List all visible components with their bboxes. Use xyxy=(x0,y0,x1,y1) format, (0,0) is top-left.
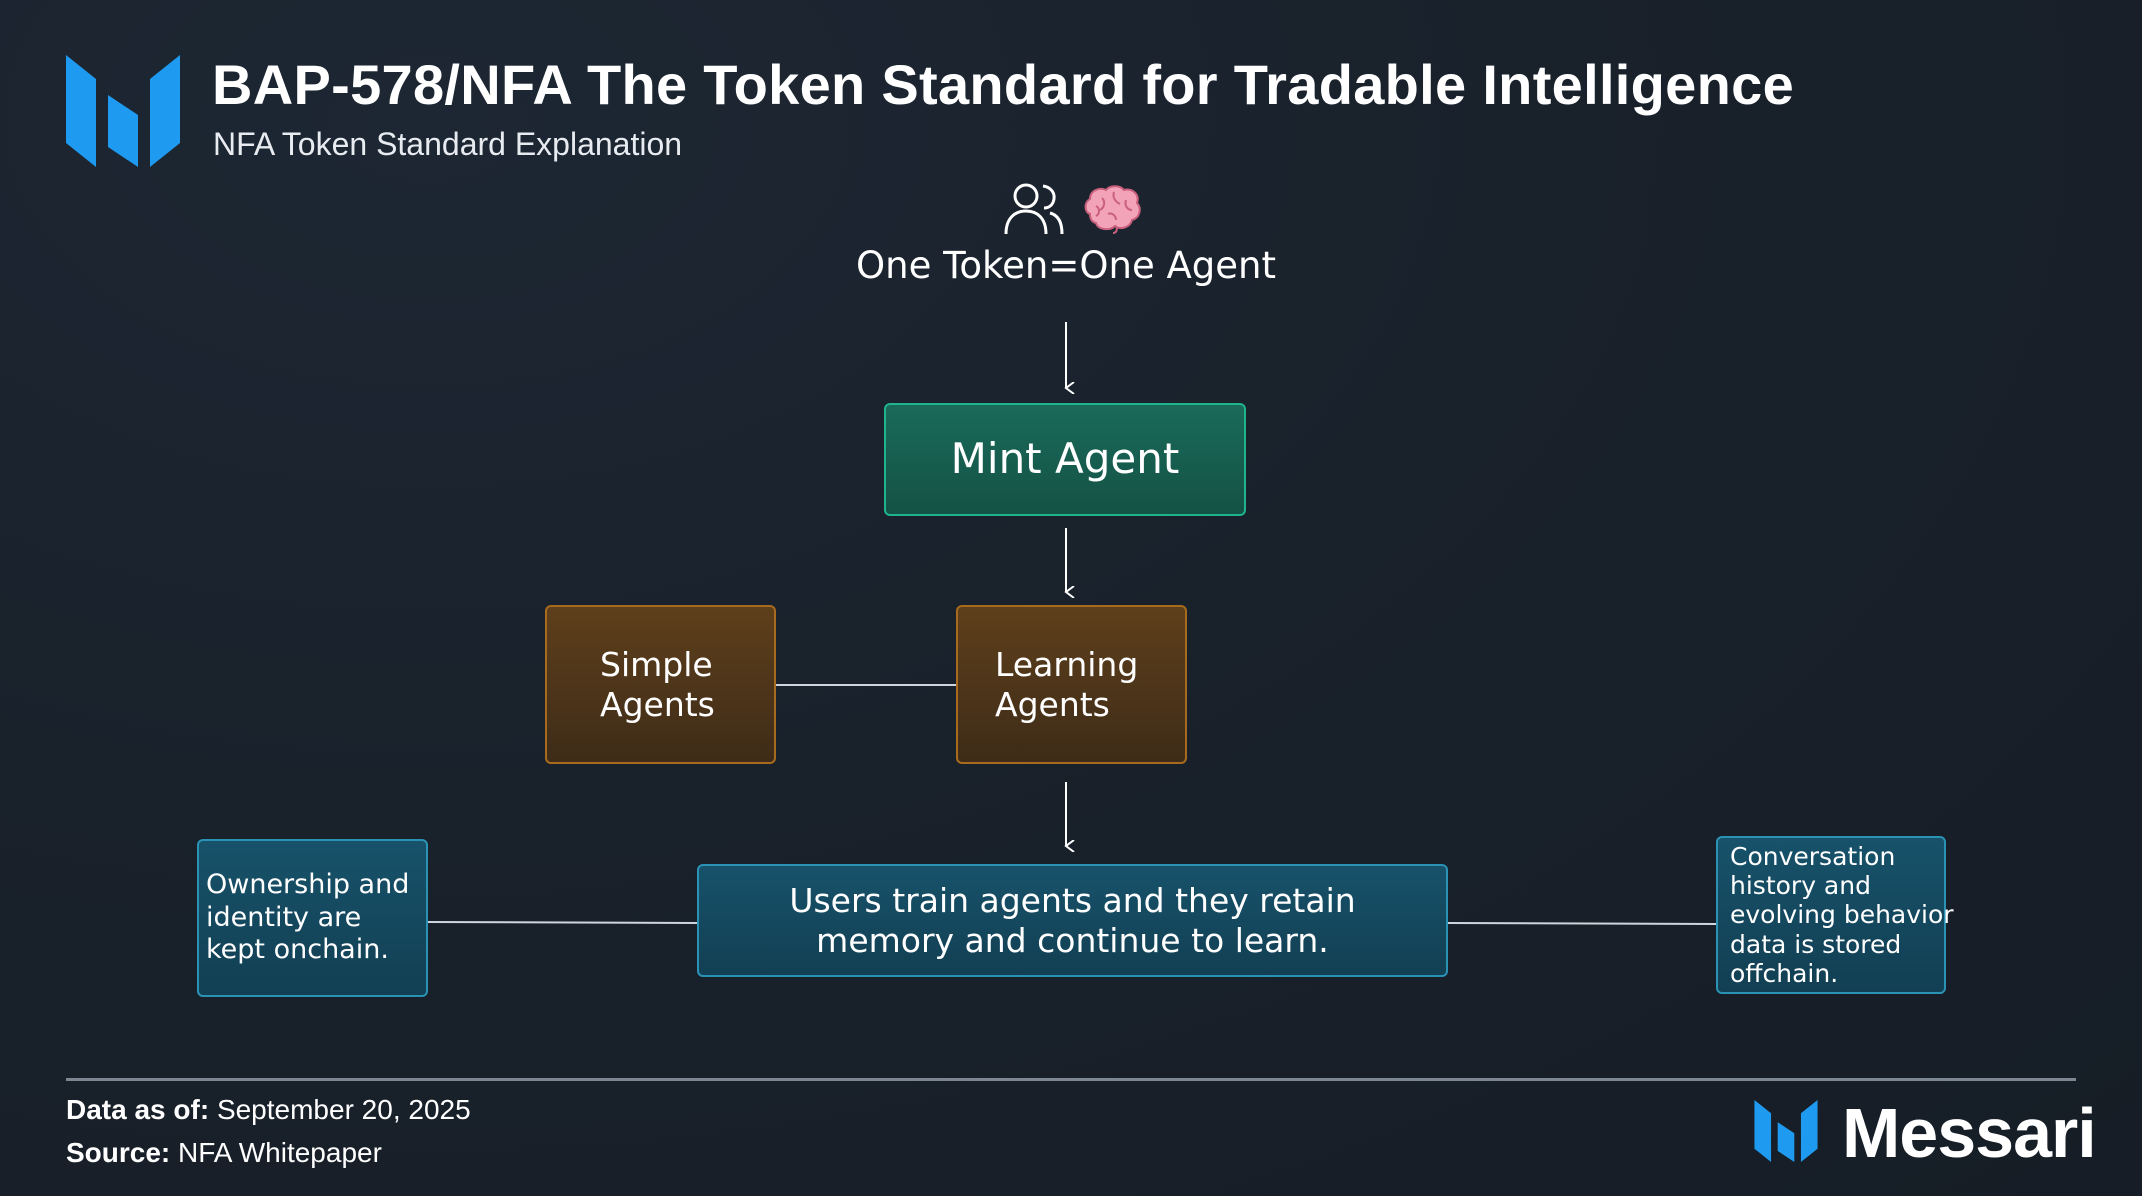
line-users-conversation xyxy=(1447,922,1717,925)
source: Source: NFA Whitepaper xyxy=(66,1137,382,1168)
users-train-box: Users train agents and they retain memor… xyxy=(697,864,1448,977)
top-label: One Token=One Agent xyxy=(856,244,1276,287)
data-as-of: Data as of: September 20, 2025 xyxy=(66,1094,471,1125)
learning-agents-box: Learning Agents xyxy=(956,605,1187,764)
ownership-box: Ownership and identity are kept onchain. xyxy=(197,839,428,997)
mint-agent-label: Mint Agent xyxy=(950,434,1180,484)
users-train-label: Users train agents and they retain memor… xyxy=(789,880,1356,960)
page-subtitle: NFA Token Standard Explanation xyxy=(213,126,683,162)
messari-brand-logo-icon xyxy=(1754,1100,1818,1162)
users-icon xyxy=(1004,183,1064,235)
page-title: BAP-578/NFA The Token Standard for Trada… xyxy=(212,53,1795,116)
conversation-box: Conversation history and evolving behavi… xyxy=(1716,836,1954,994)
conversation-label: Conversation history and evolving behavi… xyxy=(1730,841,1954,988)
learning-agents-label: Learning Agents xyxy=(995,644,1139,724)
line-ownership-users xyxy=(427,921,698,924)
brand-name: Messari xyxy=(1842,1094,2097,1172)
mint-agent-box: Mint Agent xyxy=(884,403,1246,516)
messari-logo-icon xyxy=(66,55,180,167)
brain-icon xyxy=(1084,185,1141,234)
ownership-label: Ownership and identity are kept onchain. xyxy=(206,869,410,966)
simple-agents-box: Simple Agents xyxy=(545,605,776,764)
simple-agents-label: Simple Agents xyxy=(600,644,715,724)
footer-divider xyxy=(66,1078,2076,1081)
